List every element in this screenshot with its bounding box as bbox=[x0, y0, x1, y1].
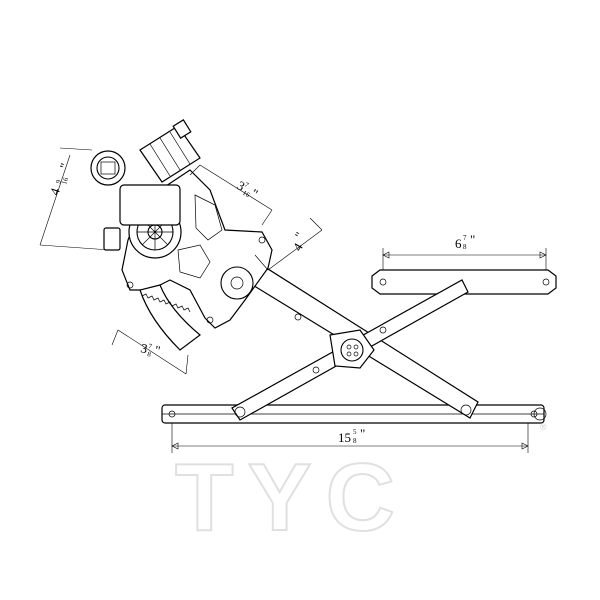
dim-sector-gear-whole: 3 bbox=[139, 340, 148, 356]
dim-lower-rail-unit: " bbox=[360, 426, 365, 441]
dim-arm-upper-num: 7 bbox=[243, 181, 250, 190]
dim-height-motor-num: 9 bbox=[54, 178, 63, 184]
pivot-hub bbox=[329, 329, 375, 369]
dim-arm-side-unit: " bbox=[292, 229, 308, 241]
dim-sector-gear-num: 7 bbox=[148, 342, 154, 351]
dim-sector-gear-unit: " bbox=[153, 342, 161, 358]
dim-sector-gear-den: 8 bbox=[147, 350, 153, 359]
sector-gear bbox=[139, 284, 201, 351]
dimension-sector-gear: 3 7 8 bbox=[111, 329, 189, 375]
dimension-upper-rail: 6 7 8 " bbox=[382, 232, 547, 270]
upper-rail bbox=[371, 269, 557, 295]
dim-height-motor-unit: " bbox=[57, 161, 73, 171]
dim-arm-upper-den: 16 bbox=[241, 189, 251, 200]
motor-assembly bbox=[90, 119, 201, 259]
dim-height-motor-whole: 4 bbox=[47, 186, 63, 197]
tyc-logo-watermark: TYC ® bbox=[174, 422, 547, 552]
registered-mark: ® bbox=[540, 422, 547, 432]
logo-text: TYC bbox=[175, 444, 409, 551]
dim-lower-rail-num: 5 bbox=[353, 428, 357, 436]
dim-height-motor-den: 16 bbox=[60, 176, 70, 186]
dim-upper-rail-whole: 6 bbox=[455, 236, 462, 251]
dim-lower-rail-den: 8 bbox=[353, 437, 357, 445]
dimension-lower-rail: 15 5 8 " bbox=[171, 423, 529, 453]
dim-lower-rail-whole: 15 bbox=[338, 430, 351, 445]
dim-upper-rail-num: 7 bbox=[463, 234, 467, 242]
dim-upper-rail-den: 8 bbox=[463, 243, 467, 251]
dim-upper-rail-unit: " bbox=[470, 232, 475, 247]
dimension-height-motor: 4 9 16 bbox=[39, 147, 111, 251]
lower-rail bbox=[161, 404, 547, 424]
